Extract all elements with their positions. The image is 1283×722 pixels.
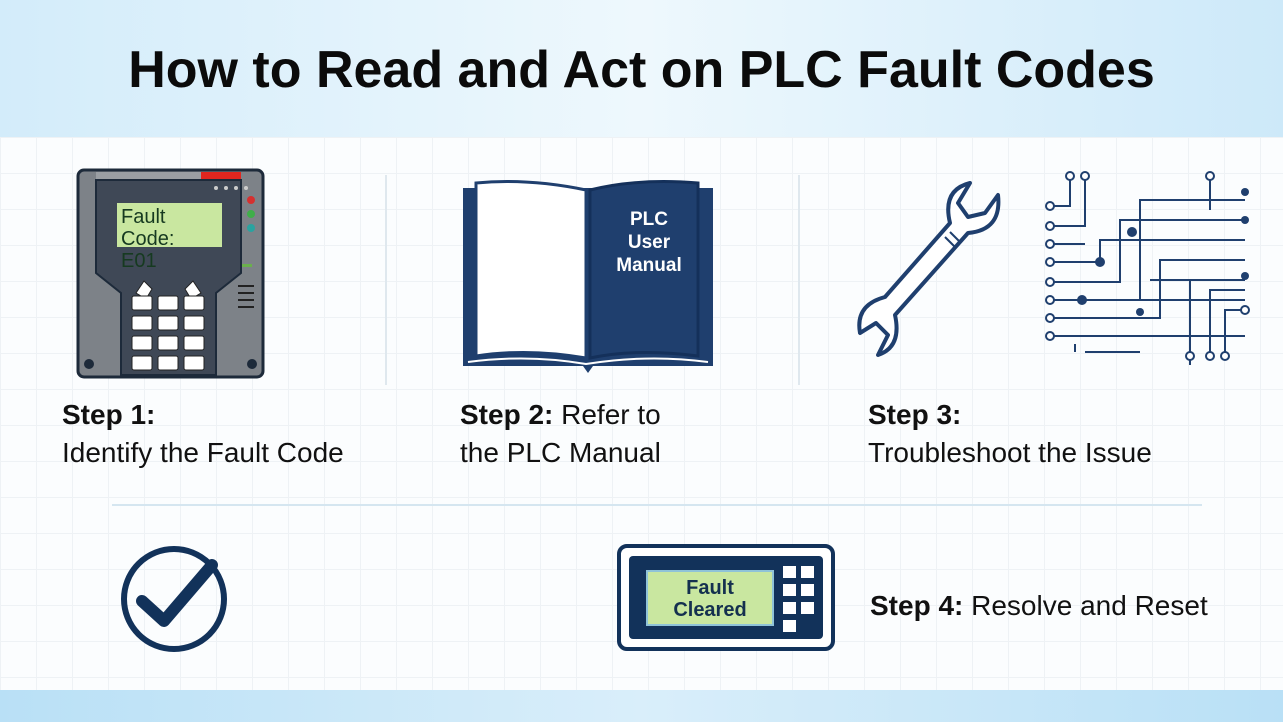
header-band [0, 0, 1283, 137]
manual-book-icon [463, 180, 713, 373]
divider [112, 504, 1202, 506]
step-4: Step 4: Resolve and Reset [870, 587, 1208, 625]
step-text: Troubleshoot the Issue [868, 437, 1152, 468]
page-title: How to Read and Act on PLC Fault Codes [128, 41, 1155, 99]
fault-cleared-display: Fault Cleared [646, 570, 774, 626]
cover-line: PLC [630, 209, 668, 230]
step-1: Step 1: Identify the Fault Code [62, 396, 344, 472]
step-text: Resolve and Reset [971, 590, 1208, 621]
cover-line: User [627, 232, 671, 253]
display-line: Fault Code: [121, 206, 175, 250]
divider [798, 175, 800, 385]
step-3: Step 3: Troubleshoot the Issue [868, 396, 1152, 472]
display-line: Cleared [673, 599, 747, 621]
step-label: Step 4: [870, 590, 964, 621]
step-text: Refer to [561, 399, 661, 430]
wrench-icon [857, 181, 1001, 357]
footer-band [0, 690, 1283, 722]
plc-fault-display: Fault Code: E01 [117, 203, 222, 272]
step-text: the PLC Manual [460, 437, 661, 468]
step-2: Step 2: Refer to the PLC Manual [460, 396, 661, 472]
checkmark-circle-icon [121, 546, 227, 652]
step-label: Step 1: [62, 399, 156, 430]
step-label: Step 2: [460, 399, 554, 430]
cover-line: Manual [616, 255, 682, 276]
step-label: Step 3: [868, 399, 962, 430]
display-line: Fault [686, 577, 734, 599]
plc-device-icon [76, 168, 265, 379]
step-text: Identify the Fault Code [62, 437, 344, 468]
circuit-diagram-icon [1045, 171, 1250, 365]
display-line: E01 [121, 250, 157, 272]
manual-cover-title: PLC User Manual [594, 208, 704, 277]
divider [385, 175, 387, 385]
